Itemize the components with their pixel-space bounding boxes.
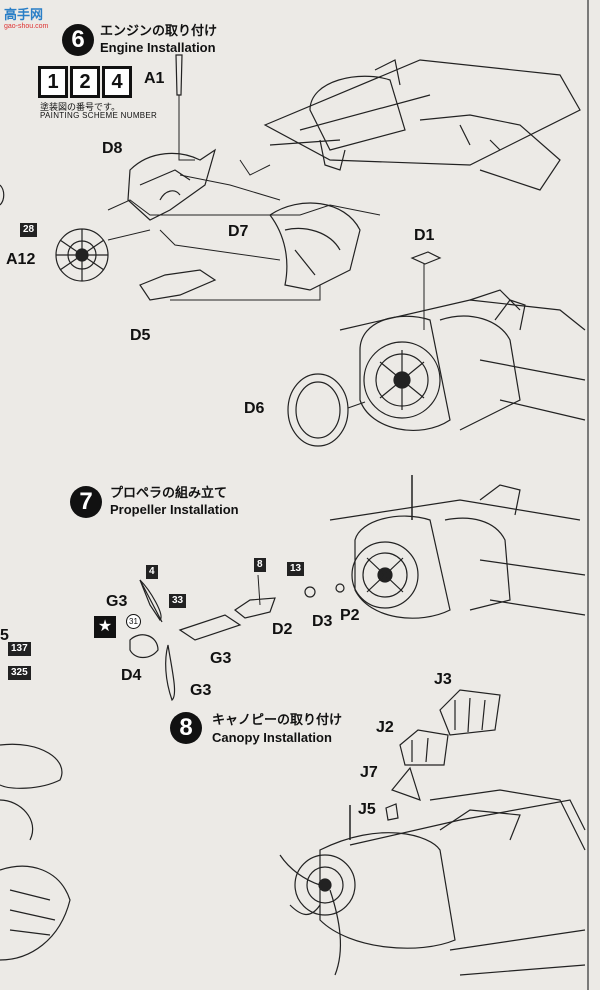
watermark-brand: 高手网 (4, 7, 44, 22)
part-d4-label: D4 (121, 667, 142, 684)
fuselage-bottom-drawing (279, 789, 586, 976)
star-icon: ★ (94, 616, 116, 638)
color-badge-4: 4 (146, 565, 158, 579)
step-7-title-ja: プロペラの組み立て (110, 485, 228, 500)
part-j5-label: J5 (358, 801, 376, 818)
bracket-d5-drawing (139, 269, 217, 301)
step-8-number: 8 (170, 712, 202, 744)
canopy-parts-drawing (385, 689, 501, 821)
part-j2-label: J2 (376, 719, 394, 736)
fuselage-top-drawing (263, 59, 581, 191)
scheme-box-1: 1 (38, 66, 68, 98)
part-d5-label: D5 (130, 327, 151, 344)
scheme-note-en: PAINTING SCHEME NUMBER (40, 111, 158, 120)
step-6-number: 6 (62, 24, 94, 56)
fuselage-mid-drawing (329, 475, 586, 619)
engine-a12-drawing (55, 228, 109, 282)
watermark-url: gao-shou.com (4, 23, 49, 30)
part-g3-bottom-label: G3 (190, 682, 212, 699)
step-7-number: 7 (70, 486, 102, 518)
color-badge-325: 325 (8, 666, 31, 680)
part-p2-label: P2 (340, 607, 360, 624)
propeller-assembly-drawing (129, 574, 345, 702)
part-j3-label: J3 (434, 671, 452, 688)
left-edge-fragment (0, 184, 5, 206)
left-margin-fragment: 5 (0, 627, 9, 644)
part-d3-label: D3 (312, 613, 333, 630)
part-g3-mid-label: G3 (210, 650, 232, 667)
step-6-title-en: Engine Installation (100, 40, 216, 55)
side-view-partial-drawing (0, 743, 71, 961)
color-badge-137: 137 (8, 642, 31, 656)
scheme-box-4: 4 (102, 66, 132, 98)
part-d1-drawing (410, 251, 442, 265)
part-j7-label: J7 (360, 764, 378, 781)
part-a12-label: A12 (6, 251, 36, 268)
step-8-title-ja: キャノピーの取り付け (212, 712, 343, 727)
part-d2-label: D2 (272, 621, 293, 638)
engine-nose-mid-drawing (339, 289, 586, 431)
part-g3-top-label: G3 (106, 593, 128, 610)
step-6-title-ja: エンジンの取り付け (100, 23, 218, 38)
pin-a1-drawing (175, 54, 183, 96)
watermark-logo: 高手网 gao-shou.com (4, 4, 48, 30)
step-8-title-en: Canopy Installation (212, 730, 332, 745)
cowl-d7-drawing (269, 202, 361, 291)
part-d6-label: D6 (244, 400, 265, 417)
cowl-d8-drawing (127, 148, 217, 221)
part-d8-label: D8 (102, 140, 123, 157)
scheme-box-2: 2 (70, 66, 100, 98)
color-badge-31: 31 (126, 614, 141, 629)
part-a1-label: A1 (144, 70, 165, 87)
color-badge-28: 28 (20, 223, 38, 237)
step-7-title-en: Propeller Installation (110, 502, 239, 517)
color-badge-13: 13 (287, 562, 305, 576)
color-badge-8: 8 (254, 558, 266, 572)
scheme-note-ja: 塗装図の番号です。 (40, 102, 121, 112)
part-d1-label: D1 (414, 227, 435, 244)
ring-d6-drawing (287, 373, 366, 447)
part-d7-label: D7 (228, 223, 249, 240)
color-badge-33: 33 (169, 594, 187, 608)
